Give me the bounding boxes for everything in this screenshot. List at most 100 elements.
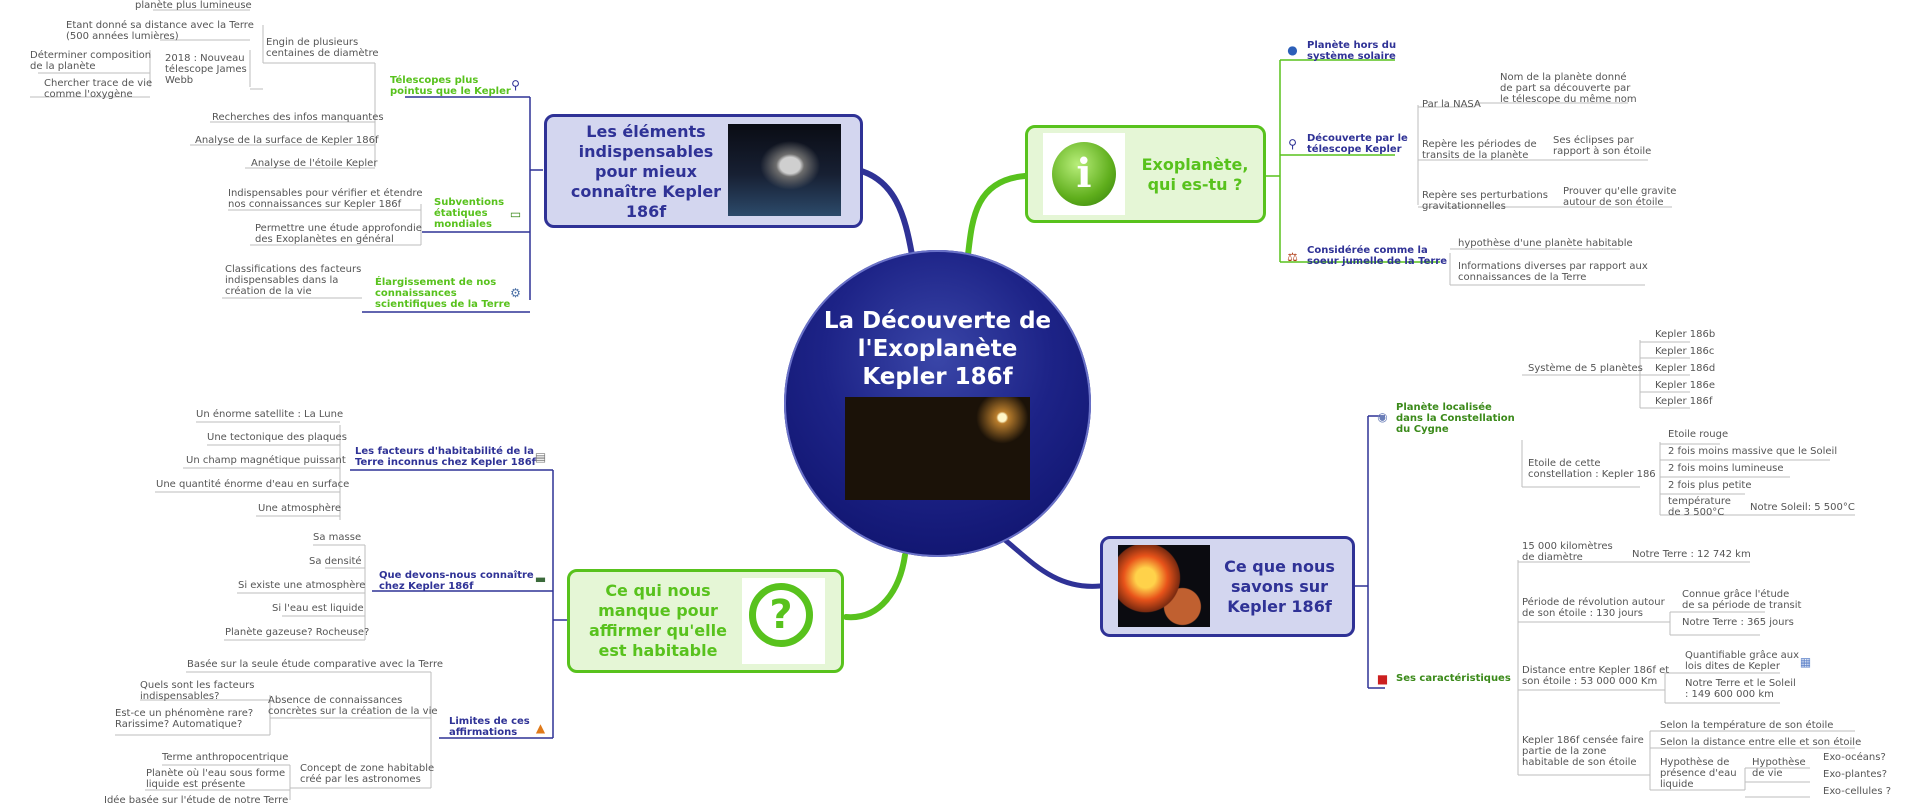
leaf-item: Exo-plantes? [1823, 769, 1888, 780]
hubble-telescope-image [728, 124, 841, 216]
topic-elements-label: Les éléments indispensables pour mieux c… [570, 122, 722, 221]
branch-subventions[interactable]: Subventions étatiques mondiales [434, 197, 505, 230]
money-icon: ▭ [509, 207, 522, 221]
leaf-item: Exo-océans? [1823, 752, 1886, 763]
leaf-item: Une atmosphère [258, 503, 341, 514]
leaf-item: Kepler 186b [1655, 329, 1716, 340]
leaf-item: Terme anthropocentrique [162, 752, 289, 763]
leaf-item: température de 3 500°C [1668, 496, 1731, 518]
leaf-item: 2 fois moins lumineuse [1668, 463, 1784, 474]
leaf-item: Par la NASA [1422, 99, 1481, 110]
gears-icon: ⚙ [510, 286, 521, 300]
leaf-item: 15 000 kilomètres de diamètre [1522, 541, 1613, 563]
telescope-icon: ⚲ [511, 78, 520, 92]
leaf-item: Kepler 186d [1655, 363, 1716, 374]
leaf-item: Selon la distance entre elle et son étoi… [1660, 737, 1862, 748]
info-icon-circle: i [1052, 142, 1116, 206]
leaf-item: Quantifiable grâce aux lois dites de Kep… [1685, 650, 1800, 672]
leaf-item: Ses éclipses par rapport à son étoile [1553, 135, 1652, 157]
leaf-item: Connue grâce l'étude de sa période de tr… [1682, 589, 1802, 611]
leaf-item: Etant donné sa distance avec la Terre (5… [66, 20, 254, 42]
leaf-item: Kepler 186e [1655, 380, 1716, 391]
branch-decouverte[interactable]: Découverte par le télescope Kepler [1307, 133, 1408, 155]
leaf-item: Planète gazeuse? Rocheuse? [225, 627, 370, 638]
leaf-item: Hypothèse de vie [1752, 757, 1806, 779]
leaf-item: Un énorme satellite : La Lune [196, 409, 344, 420]
leaf-item: Kepler 186c [1655, 346, 1715, 357]
leaf-item: Déterminer composition de la planète [30, 50, 152, 72]
magnifier-icon: ⚲ [1288, 137, 1297, 151]
leaf-item: Repère ses perturbations gravitationnell… [1422, 190, 1548, 212]
leaf-item: Concept de zone habitable créé par les a… [300, 763, 435, 785]
leaf-item: 2018 : Nouveau télescope James Webb [165, 53, 247, 86]
leaf-item: Recherches des infos manquantes [212, 112, 384, 123]
leaf-item: Sa masse [313, 532, 362, 543]
leaf-item: Analyse de l'étoile Kepler [251, 158, 378, 169]
leaf-item: Prouver qu'elle gravite autour de son ét… [1563, 186, 1677, 208]
leaf-item: Sa densité [309, 556, 362, 567]
planet-icon: ◉ [1377, 410, 1388, 424]
branch-hors[interactable]: Planète hors du système solaire [1307, 40, 1397, 62]
leaf-item: Est-ce un phénomène rare? Rarissime? Aut… [115, 708, 254, 730]
leaf-item: Etoile rouge [1668, 429, 1729, 440]
warning-cone-icon: ▲ [535, 721, 546, 735]
ruler-icon: ▤ [534, 450, 547, 464]
leaf-item: Un champ magnétique puissant [186, 455, 346, 466]
branch-localisee[interactable]: Planète localisée dans la Constellation … [1396, 402, 1515, 435]
leaf-item: Kepler 186f [1655, 396, 1713, 407]
leaf-item: hypothèse d'une planète habitable [1458, 238, 1633, 249]
leaf-item: Hypothèse de présence d'eau liquide [1660, 757, 1737, 790]
topic-manque-label: Ce qui nous manque pour affirmer qu'elle… [589, 581, 727, 660]
leaf-item: Si l'eau est liquide [272, 603, 364, 614]
balance-icon: ⚖ [1287, 250, 1298, 264]
planet-core-image [1118, 545, 1210, 627]
leaf-item: Informations diverses par rapport aux co… [1458, 261, 1648, 283]
leaf-item: Absence de connaissances concrètes sur l… [268, 695, 438, 717]
exoplanet-image [845, 397, 1030, 500]
leaf-item: Exo-cellules ? [1823, 786, 1892, 797]
leaf-item: Repère les périodes de transits de la pl… [1422, 139, 1537, 161]
branch-elargissement[interactable]: Élargissement de nos connaissances scien… [375, 277, 511, 310]
leaf-item: Distance entre Kepler 186f et son étoile… [1522, 665, 1670, 687]
leaf-item: Période de révolution autour de son étoi… [1522, 597, 1665, 619]
leaf-item: Planète où l'eau sous forme liquide est … [146, 768, 286, 790]
leaf-item: Basée sur la seule étude comparative ave… [187, 659, 444, 670]
central-topic-title: La Découverte de l'Exoplanète Kepler 186… [823, 308, 1052, 390]
leaf-item: Analyse de la surface de Kepler 186f [195, 135, 379, 146]
leaf-item: Kepler 186f censée faire partie de la zo… [1522, 735, 1644, 768]
toolbox-icon: ■ [1376, 672, 1389, 686]
branch-limites[interactable]: Limites de ces affirmations [449, 716, 530, 738]
branch-caracteristiques[interactable]: Ses caractéristiques [1396, 673, 1511, 684]
leaf-item: Etoile de cette constellation : Kepler 1… [1528, 458, 1656, 480]
leaf-item: Selon la température de son étoile [1660, 720, 1834, 731]
question-bubble-icon-shape: ? [749, 583, 813, 647]
branch-facteurs[interactable]: Les facteurs d'habitabilité de la Terre … [355, 446, 537, 468]
leaf-item: 2 fois plus petite [1668, 480, 1752, 491]
leaf-item: Notre Terre : 365 jours [1682, 617, 1794, 628]
topic-savons-label: Ce que nous savons sur Kepler 186f [1224, 557, 1335, 616]
branch-soeur[interactable]: Considérée comme la soeur jumelle de la … [1307, 245, 1448, 267]
leaf-item: Quels sont les facteurs indispensables? [140, 680, 255, 702]
leaf-item: Indispensables pour vérifier et étendre … [228, 188, 423, 210]
leaf-item: Système de 5 planètes [1528, 363, 1643, 374]
leaf-item: Classifications des facteurs indispensab… [225, 264, 362, 297]
globe-icon: ● [1287, 43, 1298, 57]
leaf-item: 2 fois moins massive que le Soleil [1668, 446, 1838, 457]
leaf-item: Permettra de rendre la planète plus lumi… [135, 0, 252, 11]
branch-devons[interactable]: Que devons-nous connaître chez Kepler 18… [379, 570, 534, 592]
leaf-item: Chercher trace de vie comme l'oxygène [44, 78, 153, 100]
leaf-item: Idée basée sur l'étude de notre Terre [104, 795, 289, 806]
leaf-item: Permettre une étude approfondie des Exop… [255, 223, 422, 245]
chart-icon: ▦ [1799, 655, 1812, 669]
leaf-item: Si existe une atmosphère [238, 580, 366, 591]
branch-telescopes[interactable]: Télescopes plus pointus que le Kepler [390, 75, 511, 97]
board-icon: ▬ [534, 572, 547, 586]
leaf-item: Une quantité énorme d'eau en surface [156, 479, 350, 490]
leaf-item: Notre Terre et le Soleil : 149 600 000 k… [1685, 678, 1796, 700]
leaf-item: Notre Soleil: 5 500°C [1750, 502, 1855, 513]
leaf-item: Une tectonique des plaques [207, 432, 347, 443]
topic-exoplanete-label: Exoplanète, qui es-tu ? [1141, 155, 1249, 194]
leaf-item: Engin de plusieurs centaines de diamètre [266, 37, 379, 59]
leaf-item: Nom de la planète donné de part sa décou… [1500, 72, 1637, 105]
